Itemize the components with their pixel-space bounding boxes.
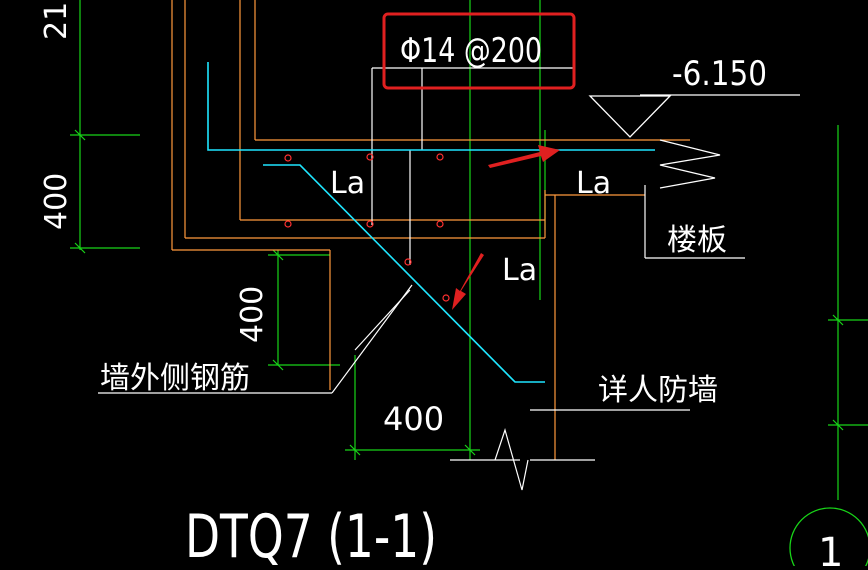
section-title: DTQ7 (1-1) [185, 502, 437, 566]
dim-bottom: 400 [383, 400, 444, 438]
detail-marker-circle [789, 507, 868, 570]
dim-top-left: 210 [39, 0, 74, 40]
rebar-lines [207, 62, 655, 383]
anchor-label-1: La [330, 166, 365, 201]
rebar-dots [284, 153, 450, 302]
highlight-box [382, 12, 576, 90]
anchor-label-2: La [576, 166, 611, 201]
annotation-arrows [452, 145, 560, 310]
outer-wall-rebar-label: 墙外侧钢筋 [100, 361, 250, 396]
anchor-label-3: La [502, 253, 537, 288]
dimension-lines [70, 0, 868, 500]
civil-defense-wall-label: 详人防墙 [598, 373, 718, 408]
arrow-right-icon [488, 145, 560, 168]
concrete-outline [171, 0, 690, 460]
dim-middle: 400 [235, 286, 270, 343]
detail-marker-number: 1 [818, 530, 843, 566]
arrow-down-icon [452, 253, 484, 310]
structural-lines [98, 67, 800, 491]
elevation-label: -6.150 [672, 54, 767, 94]
slab-label: 楼板 [667, 223, 727, 258]
dim-left: 400 [39, 173, 74, 230]
rebar-spec: Φ14 @200 [400, 31, 542, 71]
elevation-triangle [588, 95, 672, 138]
